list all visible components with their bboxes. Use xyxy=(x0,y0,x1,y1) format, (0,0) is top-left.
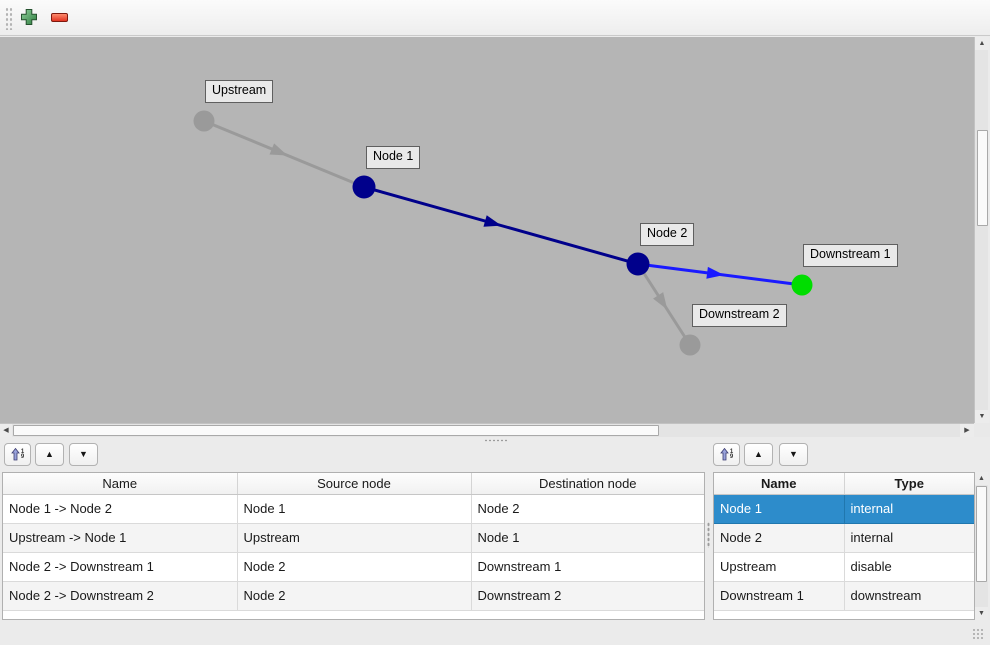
column-header[interactable]: Source node xyxy=(237,473,472,495)
scroll-thumb[interactable] xyxy=(977,130,988,226)
table-cell[interactable]: Node 1 xyxy=(237,494,472,524)
table-cell[interactable]: Upstream xyxy=(237,523,472,553)
triangle-up-icon: ▲ xyxy=(754,449,763,459)
node-move-up-button[interactable]: ▲ xyxy=(744,443,773,466)
table-cell[interactable]: Node 2 xyxy=(237,581,472,611)
scroll-thumb[interactable] xyxy=(976,486,987,582)
table-cell[interactable]: disable xyxy=(844,552,974,582)
minus-icon xyxy=(51,11,69,26)
vertical-splitter[interactable] xyxy=(706,444,712,621)
graph-svg xyxy=(193,110,813,356)
table-cell[interactable]: Downstream 1 xyxy=(471,552,704,582)
table-cell[interactable]: Node 2 xyxy=(237,552,472,582)
triangle-down-icon: ▼ xyxy=(79,449,88,459)
toolbar-drag-handle[interactable] xyxy=(5,7,13,30)
graph-node[interactable] xyxy=(679,334,701,356)
edge-arrow-icon xyxy=(706,266,725,279)
scroll-down-icon[interactable]: ▼ xyxy=(975,607,988,620)
status-bar xyxy=(0,621,990,645)
nodes-table-scrollbar[interactable]: ▲ ▼ xyxy=(975,472,988,620)
node-label[interactable]: Downstream 2 xyxy=(692,304,787,327)
graph-vertical-scrollbar[interactable]: ▲ ▼ xyxy=(974,37,989,423)
table-cell[interactable]: Node 2 -> Downstream 1 xyxy=(3,552,238,582)
table-cell[interactable]: internal xyxy=(844,494,974,524)
edge-move-up-button[interactable]: ▲ xyxy=(35,443,64,466)
splitter-handle-dots xyxy=(707,522,710,548)
node-label[interactable]: Node 2 xyxy=(640,223,695,246)
table-cell[interactable]: Upstream xyxy=(714,552,845,582)
table-cell[interactable]: Node 1 xyxy=(471,523,704,553)
column-header[interactable]: Name xyxy=(3,473,238,495)
column-header[interactable]: Name xyxy=(714,473,845,495)
scrollbar-corner xyxy=(974,423,990,437)
resize-grip[interactable] xyxy=(972,628,984,640)
main-toolbar xyxy=(0,0,990,36)
table-cell[interactable]: Downstream 1 xyxy=(714,581,845,611)
edge-arrow-icon xyxy=(653,292,668,310)
node-label[interactable]: Node 1 xyxy=(366,146,421,169)
add-button[interactable] xyxy=(16,6,42,31)
table-cell[interactable]: Node 1 -> Node 2 xyxy=(3,494,238,524)
table-cell[interactable]: Node 1 xyxy=(714,494,845,524)
table-cell[interactable]: Upstream -> Node 1 xyxy=(3,523,238,553)
graph-node[interactable] xyxy=(791,274,813,296)
scroll-down-icon[interactable]: ▼ xyxy=(975,410,989,423)
graph-node[interactable] xyxy=(626,252,650,276)
table-cell[interactable]: Node 2 xyxy=(471,494,704,524)
scroll-left-icon[interactable]: ◀ xyxy=(0,424,12,437)
node-label[interactable]: Upstream xyxy=(205,80,274,103)
triangle-down-icon: ▼ xyxy=(789,449,798,459)
splitter-handle-dots xyxy=(484,439,508,442)
scroll-up-icon[interactable]: ▲ xyxy=(975,472,988,485)
scroll-up-icon[interactable]: ▲ xyxy=(975,37,989,50)
graph-node[interactable] xyxy=(352,175,376,199)
node-move-down-button[interactable]: ▼ xyxy=(779,443,808,466)
graph-node[interactable] xyxy=(193,110,215,132)
table-cell[interactable]: Node 2 -> Downstream 2 xyxy=(3,581,238,611)
horizontal-splitter[interactable] xyxy=(0,437,990,444)
node-label[interactable]: Downstream 1 xyxy=(803,244,898,267)
table-cell[interactable]: downstream xyxy=(844,581,974,611)
triangle-up-icon: ▲ xyxy=(45,449,54,459)
plus-icon xyxy=(20,8,38,29)
edge-arrow-icon xyxy=(269,143,288,156)
column-header[interactable]: Destination node xyxy=(471,473,704,495)
edge-arrow-icon xyxy=(483,215,502,227)
table-cell[interactable]: internal xyxy=(844,523,974,553)
column-header[interactable]: Type xyxy=(844,473,974,495)
edge-move-down-button[interactable]: ▼ xyxy=(69,443,98,466)
table-cell[interactable]: Node 2 xyxy=(714,523,845,553)
remove-button[interactable] xyxy=(47,6,73,31)
graph-horizontal-scrollbar[interactable]: ◀ ▶ xyxy=(0,423,974,437)
table-cell[interactable]: Downstream 2 xyxy=(471,581,704,611)
scroll-right-icon[interactable]: ▶ xyxy=(960,424,974,437)
scroll-thumb[interactable] xyxy=(13,425,659,436)
